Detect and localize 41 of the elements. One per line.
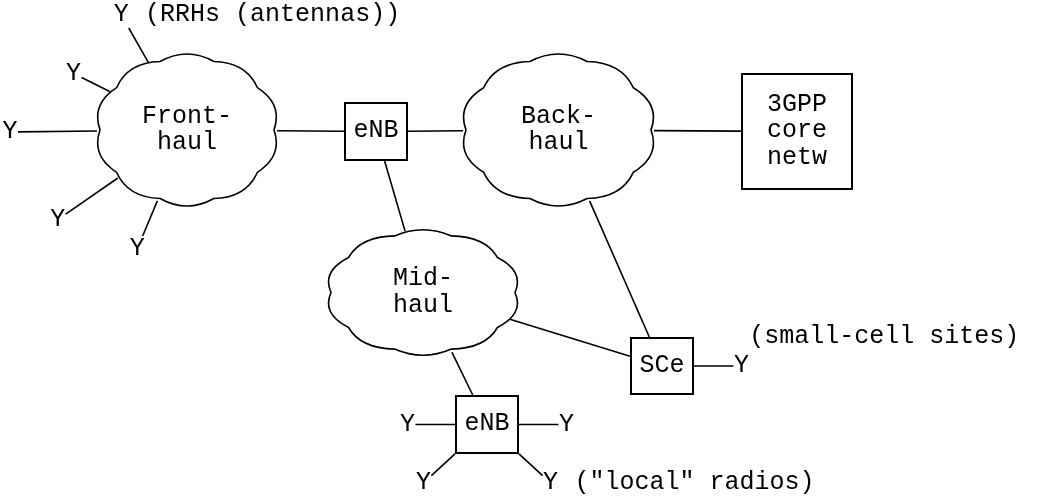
connector-line <box>588 200 651 338</box>
antenna-label: Y <box>129 236 146 262</box>
antenna-label: Y <box>542 470 559 496</box>
antenna-label: Y <box>733 353 750 379</box>
antenna-label: Y <box>113 2 130 28</box>
antenna-label: Y <box>49 206 66 233</box>
node-caption: (RRHs (antennas)) <box>145 2 401 28</box>
connector-line <box>518 453 544 477</box>
connector-line <box>64 177 119 215</box>
box-label: eNB <box>463 411 511 438</box>
cloud-label: Back- haul <box>520 103 597 157</box>
box-label: 3GPP core netw <box>766 92 828 171</box>
antenna-label: Y <box>65 60 82 87</box>
connector-line <box>653 129 742 132</box>
connector-line <box>430 453 456 477</box>
network-box <box>455 395 519 454</box>
network-box <box>630 337 694 395</box>
antenna-label: Y <box>415 470 432 496</box>
connector-line <box>276 129 345 133</box>
cloud-label: Mid- haul <box>392 266 454 319</box>
antenna-label: Y <box>558 411 575 438</box>
connector-line <box>518 423 560 426</box>
connector-line <box>414 423 456 426</box>
network-box <box>344 102 408 161</box>
connector-line <box>141 200 159 237</box>
network-box <box>741 73 853 190</box>
antenna-label: Y <box>399 411 416 438</box>
connector-line <box>451 351 474 396</box>
note-text: (small-cell sites) <box>749 323 1020 350</box>
connector-line <box>383 160 406 232</box>
antenna-label: Y <box>2 119 18 145</box>
connector-line <box>407 130 464 133</box>
box-label: eNB <box>352 118 400 145</box>
connector-line <box>508 318 631 357</box>
connector-line <box>693 365 735 367</box>
box-label: SCe <box>638 352 686 380</box>
connector-line <box>80 76 111 93</box>
connector-line <box>17 130 98 133</box>
cloud-label: Front- haul <box>141 103 233 157</box>
node-caption: ("local" radios) <box>574 470 815 496</box>
connector-line <box>127 27 150 64</box>
